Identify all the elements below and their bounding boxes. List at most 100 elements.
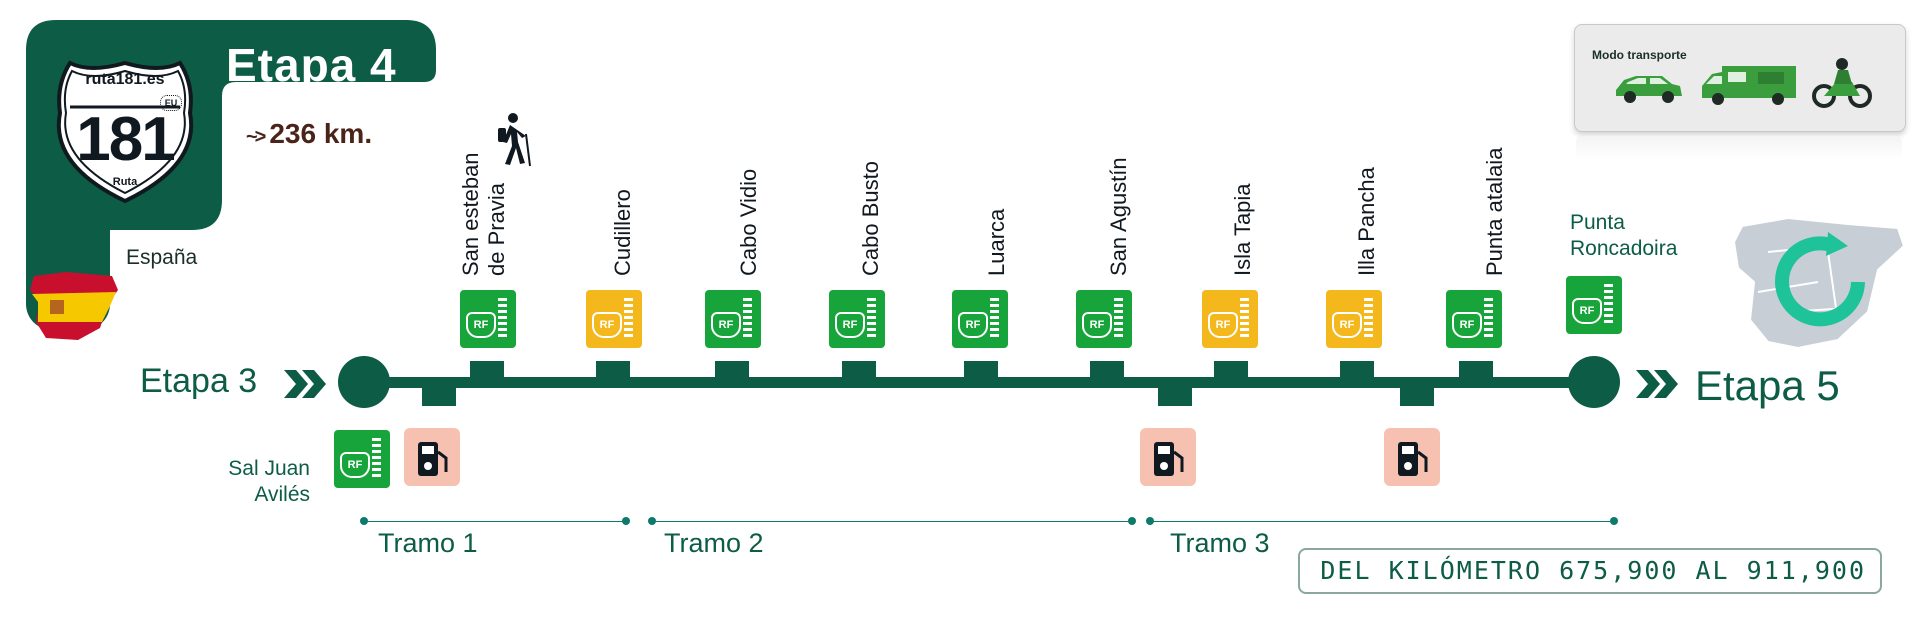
chevron-right-icon [284,370,326,398]
marker-rf-label: RF [340,452,370,478]
stop-label: San Agustín [1106,157,1131,276]
stop-label: Punta atalaia [1482,147,1507,276]
route-start-node [338,356,390,408]
fuel-station-marker[interactable] [1384,428,1440,486]
distance: ~>236 km. [246,118,372,150]
stop-tick [715,361,749,379]
tramo-dot [360,517,368,525]
stage-title: Etapa 4 [226,39,397,91]
lighthouse-marker[interactable]: RF [829,290,885,348]
lighthouse-icon [1604,284,1613,326]
distance-value: 236 km. [269,118,373,149]
spain-flag-map-icon [30,272,118,340]
lighthouse-icon [1364,298,1373,340]
hiker-icon [498,113,531,167]
marker-rf-label: RF [958,312,988,338]
marker-rf-label: RF [466,312,496,338]
stop-label: Isla Tapia [1230,183,1255,276]
lighthouse-icon [743,298,752,340]
route-number: 181 [76,105,175,174]
fuel-station-icon [1398,442,1428,476]
lighthouse-icon [1484,298,1493,340]
lighthouse-icon [372,438,381,480]
tramo-2-line [652,521,1132,522]
site-name: ruta181.es [85,71,165,88]
stop-tick [964,361,998,379]
marker-rf-label: RF [835,312,865,338]
lighthouse-icon [624,298,633,340]
car-icon[interactable] [1612,70,1684,104]
lighthouse-marker[interactable]: RF [1076,290,1132,348]
eu-label: EU [160,95,182,111]
lighthouse-marker[interactable]: RF [952,290,1008,348]
stop-tick [1459,361,1493,379]
stop-tick [596,361,630,379]
lighthouse-marker[interactable]: RF [705,290,761,348]
stop-tick [1090,361,1124,379]
tramo-1-line [364,521,626,522]
km-range-text: DEL KILÓMETRO 675,900 AL 911,900 [1320,556,1866,585]
fuel-station-icon [418,442,448,476]
marker-rf-label: RF [1208,312,1238,338]
tramo-3-label: Tramo 3 [1170,528,1270,558]
tramo-1-label: Tramo 1 [378,528,478,558]
stop-label: Luarca [984,208,1009,276]
end-location-name: Punta Roncadoira [1570,211,1678,260]
tramo-2-label: Tramo 2 [664,528,764,558]
marker-rf-label: RF [592,312,622,338]
stop-tick [1340,361,1374,379]
lighthouse-marker[interactable]: RF [1326,290,1382,348]
stop-label: Cabo Vidio [736,168,761,276]
chevron-right-icon [1636,370,1678,398]
end-lighthouse-marker[interactable]: RF [1566,276,1622,334]
tramo-3-line [1150,521,1614,522]
next-stage-link[interactable]: Etapa 5 [1695,362,1840,410]
lighthouse-icon [1114,298,1123,340]
start-location-name: Sal Juan Avilés [228,457,310,506]
marker-rf-label: RF [1082,312,1112,338]
lighthouse-marker[interactable]: RF [1202,290,1258,348]
stop-tick [1214,361,1248,379]
fuel-station-marker[interactable] [404,428,460,486]
stop-label: Cudillero [610,189,635,276]
motorcycle-icon[interactable] [1812,56,1872,108]
lighthouse-icon [990,298,999,340]
stop-tick [842,361,876,379]
marker-rf-label: RF [1452,312,1482,338]
tramo-dot [622,517,630,525]
transport-reflection [1576,136,1902,160]
lighthouse-icon [498,298,507,340]
fuel-tick [422,388,456,406]
start-lighthouse-marker[interactable]: RF [334,430,390,488]
fuel-tick [1400,388,1434,406]
fuel-tick [1158,388,1192,406]
next-stage-label: Etapa 5 [1695,362,1840,409]
lighthouse-icon [1240,298,1249,340]
route-line [370,377,1595,388]
km-range-box [1298,548,1882,594]
camper-van-icon[interactable] [1700,62,1800,106]
lighthouse-icon [867,298,876,340]
tramo-dot [1128,517,1136,525]
previous-stage-link[interactable]: Etapa 3 [140,362,257,401]
route-end-node [1568,356,1620,408]
fuel-station-icon [1154,442,1184,476]
lighthouse-marker[interactable]: RF [460,290,516,348]
marker-rf-label: RF [711,312,741,338]
stop-label: San esteban de Pravia [458,152,509,276]
iberia-map-icon [1732,216,1906,350]
lighthouse-marker[interactable]: RF [586,290,642,348]
stop-tick [470,361,504,379]
distance-icon: ~> [246,126,266,148]
tramo-dot [1610,517,1618,525]
lighthouse-marker[interactable]: RF [1446,290,1502,348]
stop-label: Illa Pancha [1354,167,1379,276]
tramo-dot [1146,517,1154,525]
route-label: Ruta [112,176,138,188]
marker-rf-label: RF [1572,298,1602,324]
tramo-dot [648,517,656,525]
country-label: España [126,246,198,269]
stop-label: Cabo Busto [858,161,883,276]
fuel-station-marker[interactable] [1140,428,1196,486]
transport-title: Modo transporte [1592,48,1687,62]
